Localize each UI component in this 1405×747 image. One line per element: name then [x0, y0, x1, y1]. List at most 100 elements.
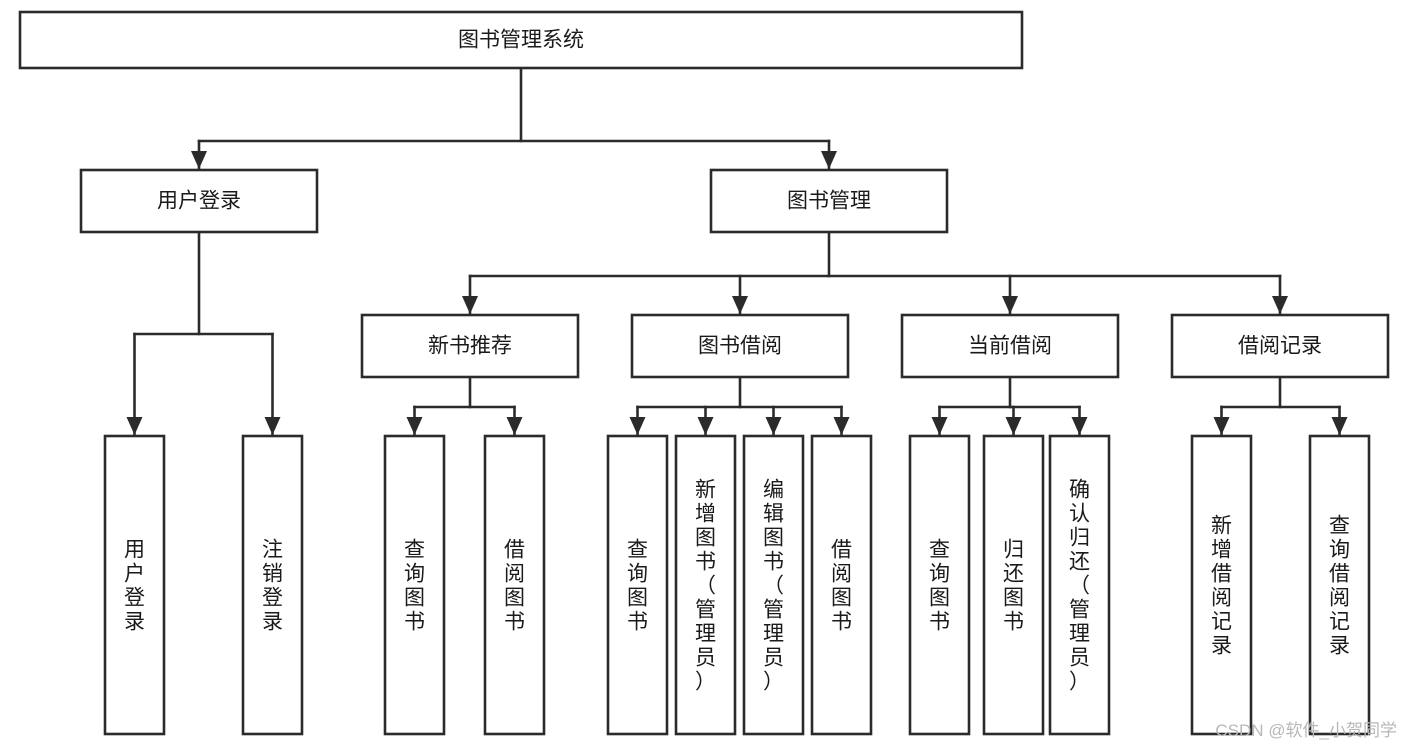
node-book-borrow[interactable]: 图书借阅 [630, 313, 850, 379]
node-label-char: 理 [1069, 623, 1090, 646]
node-box [1048, 434, 1111, 736]
node-label-char: 借 [1211, 563, 1232, 586]
node-label-char: 辑 [763, 503, 784, 526]
node-undefined[interactable]: 图书管理系统 [18, 10, 1024, 70]
arrow-head-icon [697, 417, 714, 435]
node-box [709, 168, 949, 234]
node-layer: 图书管理系统用户登录图书管理新书推荐图书借阅当前借阅借阅记录用户登录注销登录查询… [18, 10, 1390, 736]
node-box [1170, 313, 1390, 379]
node-label-char: 用 [124, 539, 145, 562]
node-label-char: 询 [929, 563, 950, 586]
node-label-char: 注 [262, 539, 283, 562]
node-box [383, 434, 446, 736]
node-box [674, 434, 737, 736]
node-label: 图书管理系统 [458, 29, 584, 52]
node-label-char: 登 [124, 587, 145, 610]
arrow-head-icon [1071, 417, 1088, 435]
node-label-char: 书 [404, 611, 425, 634]
node-box [79, 168, 319, 234]
node-label-char: 图 [929, 587, 950, 610]
node-label-char: 记 [1211, 611, 1232, 634]
node-label-char: 阅 [1329, 587, 1350, 610]
node-label: 图书借阅 [698, 335, 782, 358]
node-label-char: 书 [831, 611, 852, 634]
arrow-head-icon [126, 417, 143, 435]
node-label-char: 录 [1211, 635, 1232, 658]
arrow-head-icon [191, 151, 207, 169]
node-label-char: 书 [504, 611, 525, 634]
arrow-head-icon [629, 417, 646, 435]
node-label-char: （ [1069, 575, 1090, 598]
node-box [900, 313, 1120, 379]
node-label-char: 询 [404, 563, 425, 586]
arrow-head-icon [1331, 417, 1348, 435]
node-box [1190, 434, 1253, 736]
node-label-char: 借 [1329, 563, 1350, 586]
node-label-char: 阅 [504, 563, 525, 586]
node-label: 新书推荐 [428, 335, 512, 358]
connector-layer [126, 66, 1348, 437]
arrow-head-icon [765, 417, 782, 435]
node-user-login[interactable]: 用户登录 [79, 168, 319, 234]
node-book-management[interactable]: 图书管理 [709, 168, 949, 234]
node-label-char: 图 [504, 587, 525, 610]
node-leaf-user-login[interactable]: 用户登录 [103, 434, 166, 736]
node-label-char: 借 [504, 539, 525, 562]
node-current-borrow[interactable]: 当前借阅 [900, 313, 1120, 379]
node-label-char: 登 [262, 587, 283, 610]
node-label-char: 管 [763, 599, 784, 622]
arrow-head-icon [1002, 296, 1018, 314]
node-label-char: 书 [929, 611, 950, 634]
node-label-char: 图 [763, 527, 784, 550]
arrow-head-icon [1005, 417, 1022, 435]
node-box [18, 10, 1024, 70]
node-label-char: 员 [1069, 647, 1090, 670]
arrow-head-icon [506, 417, 523, 435]
arrow-head-icon [264, 417, 281, 435]
node-label-char: 图 [695, 527, 716, 550]
node-label-char: 员 [763, 647, 784, 670]
node-label-char: 编 [763, 479, 784, 502]
node-label-char: 借 [831, 539, 852, 562]
node-label-char: 书 [695, 551, 716, 574]
arrow-head-icon [732, 296, 748, 314]
node-box [483, 434, 546, 736]
node-label-char: 录 [1329, 635, 1350, 658]
node-label-char: 查 [929, 539, 950, 562]
node-new-book-recommend[interactable]: 新书推荐 [360, 313, 580, 379]
node-label-char: 书 [763, 551, 784, 574]
node-label-char: 确 [1069, 479, 1090, 502]
node-label-char: 理 [763, 623, 784, 646]
node-box [982, 434, 1045, 736]
node-label-char: 询 [627, 563, 648, 586]
arrow-head-icon [1213, 417, 1230, 435]
node-label-char: 增 [1211, 539, 1232, 562]
arrow-head-icon [833, 417, 850, 435]
node-box [1308, 434, 1371, 736]
node-label-char: 阅 [1211, 587, 1232, 610]
node-label-char: 户 [124, 563, 145, 586]
arrow-head-icon [1272, 296, 1288, 314]
node-label-char: 询 [1329, 539, 1350, 562]
node-label-char: 归 [1069, 527, 1090, 550]
node-label-char: 阅 [831, 563, 852, 586]
node-borrow-record[interactable]: 借阅记录 [1170, 313, 1390, 379]
node-label-char: 管 [1069, 599, 1090, 622]
node-label-char: 归 [1003, 539, 1024, 562]
node-label-char: 还 [1003, 563, 1024, 586]
arrow-head-icon [406, 417, 423, 435]
node-label-char: 录 [262, 611, 283, 634]
node-label-char: 图 [831, 587, 852, 610]
